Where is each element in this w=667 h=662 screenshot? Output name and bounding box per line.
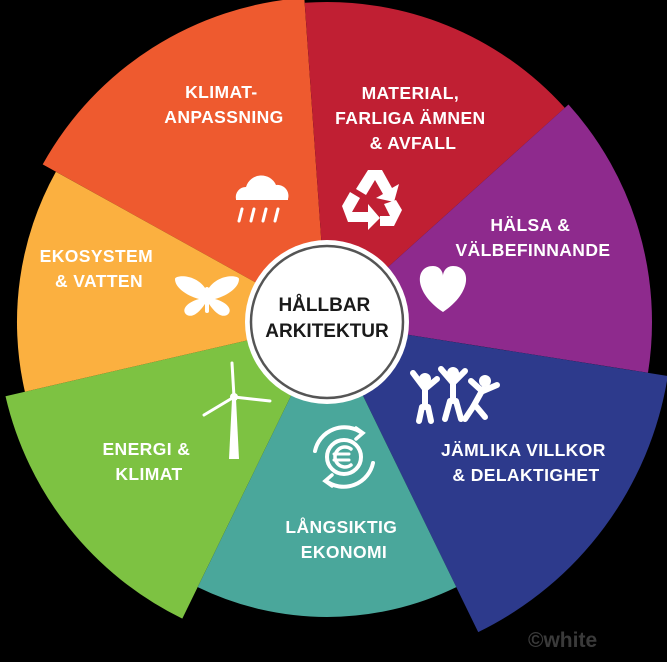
segment-jamlika [327, 322, 667, 633]
segment-label-material-line1: MATERIAL, [362, 83, 460, 103]
people-icon [410, 366, 500, 424]
segment-label-jamlika-line2: & DELAKTIGHET [452, 465, 599, 485]
segment-halsa [327, 104, 652, 373]
center-label-line1: HÅLLBAR [278, 295, 370, 316]
segment-label-energi-line2: KLIMAT [115, 464, 182, 484]
center-inner-ring [249, 244, 405, 400]
segment-label-material-line3: & AVFALL [370, 133, 457, 153]
butterfly-icon [175, 276, 239, 316]
segment-label-ekonomi-line2: EKONOMI [301, 542, 387, 562]
segment-label-energi: ENERGI & KLIMAT [102, 439, 195, 484]
recycle-icon [342, 170, 402, 230]
rain-cloud-icon [235, 175, 289, 223]
euro-cycle-icon [313, 425, 375, 489]
heart-icon [419, 266, 467, 312]
center-label: HÅLLBAR ARKITEKTUR [265, 295, 389, 342]
segment-label-material: MATERIAL, FARLIGA ÄMNEN & AVFALL [335, 83, 491, 153]
segment-label-jamlika-line1: JÄMLIKA VILLKOR [441, 440, 606, 460]
center-ring [245, 240, 409, 404]
segment-label-ekonomi: LÅNGSIKTIG EKONOMI [285, 517, 402, 562]
segment-label-klimatanpassning-line2: ANPASSNING [164, 107, 283, 127]
segment-label-energi-line1: ENERGI & [102, 439, 190, 459]
segment-label-ekonomi-line1: LÅNGSIKTIG [285, 517, 397, 537]
center-label-line2: ARKITEKTUR [265, 321, 389, 342]
segment-label-ekosystem-line1: EKOSYSTEM [40, 246, 153, 266]
segment-label-ekosystem-line2: & VATTEN [55, 271, 143, 291]
segment-label-halsa-line2: VÄLBEFINNANDE [456, 240, 611, 260]
copyright-credit: ©white [528, 629, 597, 652]
segment-energi [5, 322, 327, 619]
segment-label-klimatanpassning-line1: KLIMAT- [185, 82, 257, 102]
wind-turbine-icon [202, 361, 272, 459]
segment-label-halsa-line1: HÄLSA & [490, 215, 570, 235]
segment-label-jamlika: JÄMLIKA VILLKOR & DELAKTIGHET [441, 440, 611, 485]
segment-ekonomi [197, 322, 457, 617]
segment-label-ekosystem: EKOSYSTEM & VATTEN [40, 246, 159, 291]
segment-label-material-line2: FARLIGA ÄMNEN [335, 108, 485, 128]
segment-material [304, 2, 565, 323]
segment-label-klimatanpassning: KLIMAT- ANPASSNING [164, 82, 283, 127]
segment-klimatanpassning [42, 0, 327, 322]
segment-label-halsa: HÄLSA & VÄLBEFINNANDE [456, 215, 611, 260]
